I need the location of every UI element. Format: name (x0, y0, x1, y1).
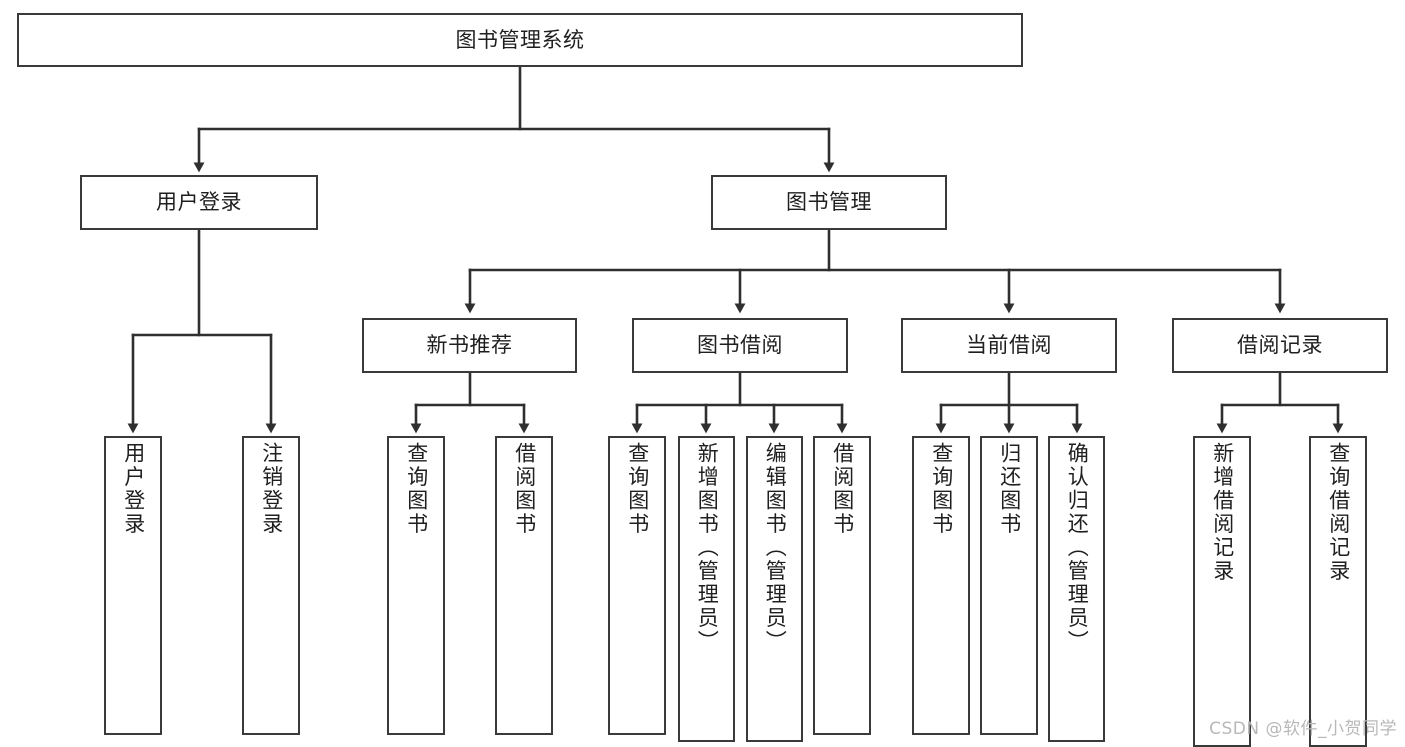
node-label: 图书管理系统 (455, 27, 585, 52)
leaf-query-book-borrow[interactable]: 查询图书 (608, 436, 666, 735)
node-label: 用户登录 (121, 442, 146, 536)
node-label: 新增图书（管理员） (695, 442, 720, 654)
node-label: 查询借阅记录 (1326, 442, 1351, 583)
node-user-login[interactable]: 用户登录 (80, 175, 318, 230)
node-book-management[interactable]: 图书管理 (711, 175, 947, 230)
node-label: 图书借阅 (697, 333, 783, 358)
leaf-confirm-return-admin[interactable]: 确认归还（管理员） (1048, 436, 1105, 742)
node-borrow-record[interactable]: 借阅记录 (1172, 318, 1388, 373)
node-label: 新增借阅记录 (1210, 442, 1235, 583)
node-label: 确认归还（管理员） (1065, 442, 1090, 654)
node-label: 查询图书 (625, 442, 650, 536)
node-label: 归还图书 (997, 442, 1022, 536)
node-label: 编辑图书（管理员） (763, 442, 788, 654)
node-label: 查询图书 (404, 442, 429, 536)
leaf-query-borrow-record[interactable]: 查询借阅记录 (1309, 436, 1367, 747)
leaf-query-book-current[interactable]: 查询图书 (912, 436, 970, 735)
node-book-borrow[interactable]: 图书借阅 (632, 318, 848, 373)
node-label: 查询图书 (929, 442, 954, 536)
leaf-edit-book-admin[interactable]: 编辑图书（管理员） (746, 436, 803, 742)
node-label: 借阅图书 (512, 442, 537, 536)
node-label: 当前借阅 (966, 333, 1052, 358)
leaf-borrow-book-new[interactable]: 借阅图书 (495, 436, 553, 735)
node-current-borrow[interactable]: 当前借阅 (901, 318, 1117, 373)
leaf-borrow-book[interactable]: 借阅图书 (813, 436, 871, 735)
leaf-user-logout[interactable]: 注销登录 (242, 436, 300, 735)
leaf-user-login[interactable]: 用户登录 (104, 436, 162, 735)
node-label: 图书管理 (786, 190, 872, 215)
node-label: 借阅图书 (830, 442, 855, 536)
node-root-system[interactable]: 图书管理系统 (17, 13, 1023, 67)
leaf-return-book[interactable]: 归还图书 (980, 436, 1038, 735)
node-new-book-recommend[interactable]: 新书推荐 (362, 318, 577, 373)
node-label: 新书推荐 (426, 333, 513, 358)
leaf-query-book-new[interactable]: 查询图书 (387, 436, 445, 735)
node-label: 注销登录 (259, 442, 284, 536)
node-label: 用户登录 (156, 190, 242, 215)
csdn-watermark: CSDN @软件_小贺同学 (1209, 719, 1397, 739)
leaf-add-book-admin[interactable]: 新增图书（管理员） (678, 436, 735, 742)
node-label: 借阅记录 (1237, 333, 1323, 358)
leaf-add-borrow-record[interactable]: 新增借阅记录 (1193, 436, 1251, 747)
